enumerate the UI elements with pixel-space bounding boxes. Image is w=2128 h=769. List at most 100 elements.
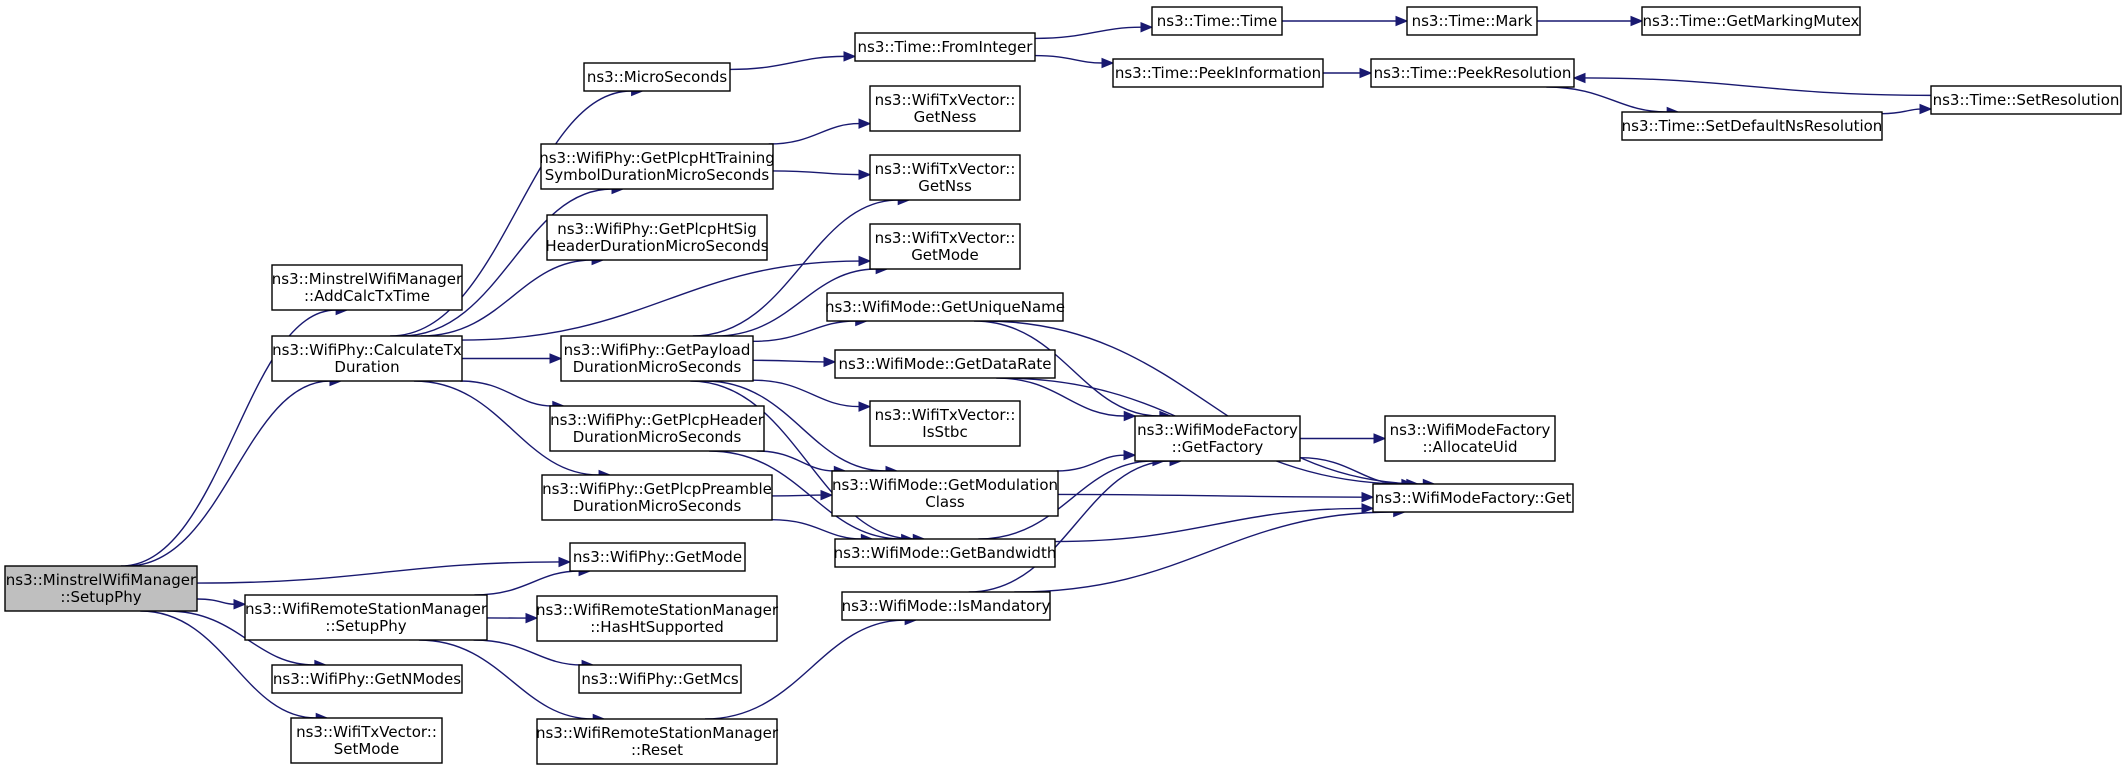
node-label: ::AllocateUid: [1422, 438, 1517, 456]
node-factory[interactable]: ns3::WifiModeFactory::GetFactory: [1134, 415, 1301, 462]
node-datarate[interactable]: ns3::WifiMode::GetDataRate: [834, 349, 1056, 379]
node-mark[interactable]: ns3::Time::Mark: [1406, 6, 1538, 36]
node-peekinfo[interactable]: ns3::Time::PeekInformation: [1112, 58, 1324, 88]
arrowhead-icon: [823, 356, 837, 368]
node-label: SetMode: [334, 740, 400, 758]
node-mandatory[interactable]: ns3::WifiMode::IsMandatory: [841, 591, 1051, 621]
node-label: ns3::WifiMode::GetUniqueName: [825, 298, 1065, 316]
node-uniquename[interactable]: ns3::WifiMode::GetUniqueName: [825, 292, 1065, 322]
edge-line: [196, 561, 560, 584]
edge-line: [768, 122, 860, 145]
arrowhead-icon: [1630, 15, 1644, 27]
node-label: ns3::Time::Mark: [1412, 12, 1533, 30]
node-label: ns3::Time::FromInteger: [858, 38, 1034, 56]
node-label: ::GetFactory: [1172, 438, 1264, 456]
node-label: ns3::MinstrelWifiManager: [272, 270, 463, 288]
node-box: [869, 85, 1021, 132]
node-label: IsStbc: [922, 423, 967, 441]
node-getness[interactable]: ns3::WifiTxVector::GetNess: [869, 85, 1021, 132]
node-label: ns3::Time::SetResolution: [1933, 91, 2120, 109]
node-label: ns3::WifiPhy::GetMode: [573, 548, 742, 566]
node-microsec[interactable]: ns3::MicroSeconds: [583, 62, 731, 92]
node-label: ns3::WifiPhy::GetNModes: [273, 670, 461, 688]
node-label: ns3::WifiMode::GetBandwidth: [834, 544, 1057, 562]
node-box: [271, 664, 463, 694]
arrowhead-icon: [820, 489, 834, 501]
edge-line: [413, 380, 600, 476]
node-label: ::SetupPhy: [325, 617, 406, 635]
node-htsig[interactable]: ns3::WifiPhy::GetPlcpHtSigHeaderDuration…: [545, 214, 769, 261]
node-label: ns3::MicroSeconds: [587, 68, 728, 86]
edge-payload-to-datarate: [752, 356, 837, 368]
node-plcpheader[interactable]: ns3::WifiPhy::GetPlcpHeaderDurationMicro…: [549, 405, 765, 452]
node-label: ns3::MinstrelWifiManager: [6, 571, 197, 589]
edge-line: [983, 320, 1424, 485]
node-box: [1372, 483, 1574, 513]
edge-line: [704, 380, 887, 472]
node-label: ns3::Time::Time: [1157, 12, 1278, 30]
node-label: ns3::WifiModeFactory: [1137, 421, 1298, 439]
node-label: DurationMicroSeconds: [573, 497, 742, 515]
node-getnmodes[interactable]: ns3::WifiPhy::GetNModes: [271, 664, 463, 694]
node-box: [834, 538, 1056, 568]
arrowhead-icon: [1123, 410, 1137, 422]
edge-line: [390, 90, 632, 337]
node-setres[interactable]: ns3::Time::SetResolution: [1930, 85, 2122, 115]
node-rsmsetup[interactable]: ns3::WifiRemoteStationManager::SetupPhy: [244, 594, 488, 641]
edge-microsec-to-frominteger: [729, 51, 857, 71]
node-hasht[interactable]: ns3::WifiRemoteStationManager::HasHtSupp…: [536, 595, 779, 642]
node-box: [869, 223, 1021, 270]
edge-mark-to-mutex: [1537, 15, 1644, 27]
node-box: [869, 154, 1021, 201]
node-isstbc[interactable]: ns3::WifiTxVector::IsStbc: [869, 400, 1021, 447]
node-label: HeaderDurationMicroSeconds: [545, 237, 768, 255]
node-label: ns3::WifiPhy::GetPlcpHtSig: [557, 220, 757, 238]
edge-line: [120, 309, 337, 567]
edge-line: [474, 570, 580, 596]
arrowhead-icon: [1395, 15, 1409, 27]
node-label: ::Reset: [631, 741, 683, 759]
node-timetime[interactable]: ns3::Time::Time: [1151, 6, 1283, 36]
nodes-layer: ns3::MinstrelWifiManager::SetupPhy ns3::M…: [4, 6, 2122, 765]
edge-line: [1546, 86, 1668, 113]
node-setdefault[interactable]: ns3::Time::SetDefaultNsResolution: [1621, 111, 1883, 141]
node-phygetmode[interactable]: ns3::WifiPhy::GetMode: [569, 542, 746, 572]
arrowhead-icon: [233, 599, 247, 610]
node-label: ns3::WifiPhy::GetPlcpHtTraining: [539, 149, 775, 167]
node-label: DurationMicroSeconds: [573, 358, 742, 376]
node-payload[interactable]: ns3::WifiPhy::GetPayloadDurationMicroSec…: [560, 335, 754, 382]
node-box: [869, 400, 1021, 447]
edge-line: [704, 619, 906, 720]
node-box: [549, 405, 765, 452]
node-httraining[interactable]: ns3::WifiPhy::GetPlcpHtTrainingSymbolDur…: [539, 143, 775, 190]
node-label: ns3::WifiModeFactory: [1390, 421, 1551, 439]
edge-line: [771, 494, 822, 497]
edge-line: [978, 460, 1153, 540]
node-factoryget[interactable]: ns3::WifiModeFactory::Get: [1372, 483, 1574, 513]
node-box: [1641, 6, 1861, 36]
node-preamble[interactable]: ns3::WifiPhy::GetPlcpPreambleDurationMic…: [541, 474, 773, 521]
node-peekres[interactable]: ns3::Time::PeekResolution: [1370, 58, 1575, 88]
node-txvgetmode[interactable]: ns3::WifiTxVector::GetMode: [869, 223, 1021, 270]
node-frominteger[interactable]: ns3::Time::FromInteger: [854, 32, 1036, 62]
node-mutex[interactable]: ns3::Time::GetMarkingMutex: [1641, 6, 1861, 36]
edge-line: [196, 598, 235, 605]
node-box: [1384, 415, 1556, 462]
node-getnss[interactable]: ns3::WifiTxVector::GetNss: [869, 154, 1021, 201]
edge-line: [756, 450, 835, 472]
node-txvsetmode[interactable]: ns3::WifiTxVector::SetMode: [290, 717, 443, 764]
node-reset[interactable]: ns3::WifiRemoteStationManager::Reset: [536, 718, 779, 765]
node-bandwidth[interactable]: ns3::WifiMode::GetBandwidth: [834, 538, 1057, 568]
edge-rsmsetup-to-hasht: [486, 612, 539, 624]
node-addcalc[interactable]: ns3::MinstrelWifiManager::AddCalcTxTime: [271, 264, 463, 311]
node-getmcs[interactable]: ns3::WifiPhy::GetMcs: [578, 664, 742, 694]
arrowhead-icon: [1361, 491, 1375, 503]
edge-line: [996, 377, 1125, 417]
node-label: ns3::WifiPhy::GetMcs: [581, 670, 738, 688]
node-label: ns3::WifiRemoteStationManager: [536, 601, 779, 619]
node-allocuid[interactable]: ns3::WifiModeFactory::AllocateUid: [1384, 415, 1556, 462]
node-box: [536, 595, 778, 642]
edge-calctx-to-plcpheader: [460, 380, 566, 412]
